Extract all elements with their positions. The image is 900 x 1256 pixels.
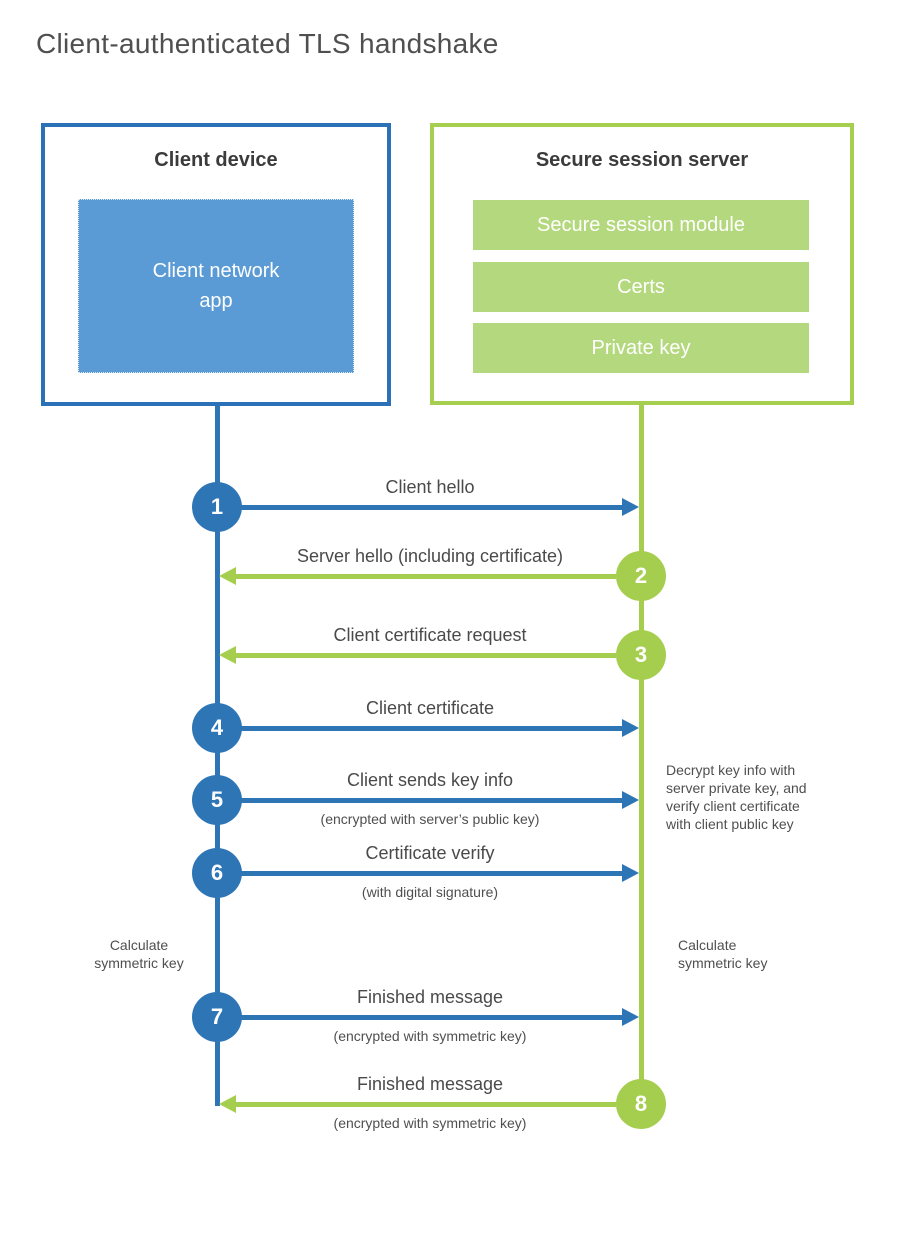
step-8-arrowhead-icon (219, 1095, 236, 1113)
step-2-arrowhead-icon (219, 567, 236, 585)
step-1-badge: 1 (192, 482, 242, 532)
step-4-label: Client certificate (365, 698, 495, 718)
step-8-label: Finished message (356, 1074, 504, 1094)
step-7-badge: 7 (192, 992, 242, 1042)
step-1-arrow-shaft (240, 505, 622, 510)
step-7-arrow-shaft (240, 1015, 622, 1020)
note-decrypt-key-info: Decrypt key info with server private key… (666, 762, 807, 832)
client-device-title: Client device (154, 149, 278, 171)
step-5-sublabel: (encrypted with server’s public key) (320, 811, 540, 827)
step-5-arrow-shaft (240, 798, 622, 803)
server-module-private-key: Private key (473, 323, 809, 373)
step-6-arrow-shaft (240, 871, 622, 876)
server-module-secure-session: Secure session module (473, 200, 809, 250)
step-6-number: 6 (210, 860, 224, 885)
server-module-certs: Certs (473, 262, 809, 312)
page-title: Client-authenticated TLS handshake (36, 28, 499, 59)
step-4-badge: 4 (192, 703, 242, 753)
step-3-label: Client certificate request (333, 625, 527, 645)
step-7-sublabel: (encrypted with symmetric key) (333, 1028, 527, 1044)
step-2-arrow-shaft (236, 574, 616, 579)
step-6-arrowhead-icon (622, 864, 639, 882)
step-3-badge: 3 (616, 630, 666, 680)
server-lifeline (639, 405, 644, 1106)
step-7-label: Finished message (356, 987, 504, 1007)
step-5-number: 5 (210, 787, 224, 812)
client-lifeline (215, 406, 220, 1106)
note-calculate-symmetric-key-server: Calculate symmetric key (678, 937, 768, 971)
step-3-number: 3 (634, 642, 648, 667)
step-1-number: 1 (210, 494, 224, 519)
step-5-label: Client sends key info (346, 770, 514, 790)
step-1-label: Client hello (385, 477, 475, 497)
step-6-label: Certificate verify (365, 843, 495, 863)
step-4-arrowhead-icon (622, 719, 639, 737)
step-5-badge: 5 (192, 775, 242, 825)
server-title: Secure session server (535, 149, 749, 171)
step-2-label: Server hello (including certificate) (296, 546, 564, 566)
client-network-app-label: Client network app (152, 260, 280, 312)
step-8-number: 8 (634, 1091, 648, 1116)
step-4-arrow-shaft (240, 726, 622, 731)
client-network-app-box: Client network app (78, 199, 354, 373)
step-3-arrow-shaft (236, 653, 616, 658)
step-3-arrowhead-icon (219, 646, 236, 664)
step-7-number: 7 (210, 1004, 224, 1029)
step-1-arrowhead-icon (622, 498, 639, 516)
step-5-arrowhead-icon (622, 791, 639, 809)
step-8-badge: 8 (616, 1079, 666, 1129)
step-6-badge: 6 (192, 848, 242, 898)
step-8-sublabel: (encrypted with symmetric key) (333, 1115, 527, 1131)
step-6-sublabel: (with digital signature) (361, 884, 499, 900)
step-8-arrow-shaft (236, 1102, 616, 1107)
step-2-number: 2 (634, 563, 648, 588)
note-calculate-symmetric-key-client: Calculate symmetric key (94, 937, 184, 971)
step-7-arrowhead-icon (622, 1008, 639, 1026)
step-2-badge: 2 (616, 551, 666, 601)
step-4-number: 4 (210, 715, 224, 740)
